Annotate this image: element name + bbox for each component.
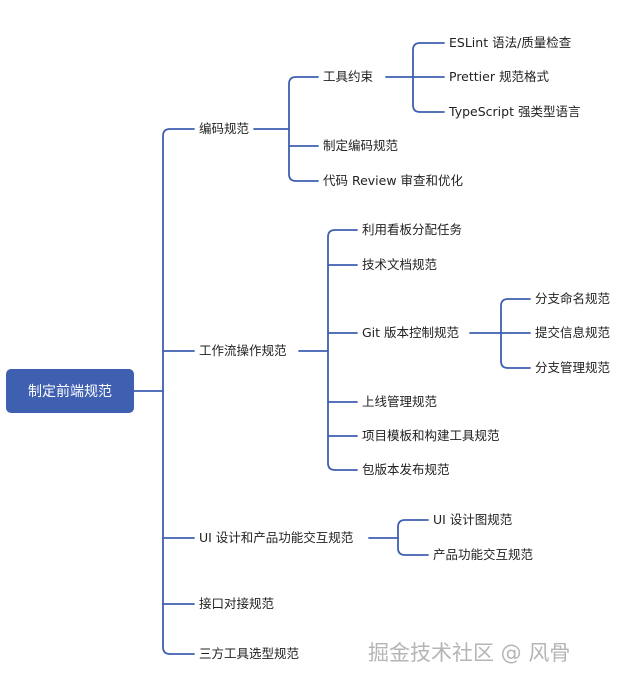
- node-git-standards[interactable]: Git 版本控制规范: [362, 325, 460, 340]
- node-tool-constraints[interactable]: 工具约束: [323, 69, 374, 84]
- edge-workflow-trunk: [327, 229, 358, 471]
- node-package-publishing[interactable]: 包版本发布规范: [362, 462, 450, 477]
- node-prettier[interactable]: Prettier 规范格式: [449, 69, 549, 84]
- watermark: 掘金技术社区 @ 风骨: [368, 641, 571, 665]
- node-branch-naming[interactable]: 分支命名规范: [535, 291, 611, 306]
- node-branch-management[interactable]: 分支管理规范: [535, 360, 611, 375]
- node-release-management[interactable]: 上线管理规范: [362, 394, 438, 409]
- node-workflow-standards[interactable]: 工作流操作规范: [199, 343, 287, 358]
- node-coding-rules[interactable]: 制定编码规范: [323, 138, 399, 153]
- node-api-standards[interactable]: 接口对接规范: [199, 596, 275, 611]
- node-commit-message[interactable]: 提交信息规范: [535, 325, 611, 340]
- node-ui-design-standards[interactable]: UI 设计和产品功能交互规范: [199, 530, 354, 545]
- node-kanban[interactable]: 利用看板分配任务: [362, 222, 463, 237]
- node-product-interaction[interactable]: 产品功能交互规范: [433, 547, 534, 562]
- node-coding-standards[interactable]: 编码规范: [199, 121, 250, 136]
- node-ui-design-spec[interactable]: UI 设计图规范: [433, 512, 513, 527]
- edge-ui-trunk: [397, 519, 429, 556]
- node-typescript[interactable]: TypeScript 强类型语言: [449, 104, 581, 119]
- node-tech-docs[interactable]: 技术文档规范: [362, 257, 438, 272]
- node-third-party-tools[interactable]: 三方工具选型规范: [199, 646, 300, 661]
- node-code-review[interactable]: 代码 Review 审查和优化: [323, 173, 464, 188]
- edge-coding-trunk: [288, 76, 319, 182]
- root-node[interactable]: 制定前端规范: [6, 369, 134, 413]
- node-templates-build-tools[interactable]: 项目模板和构建工具规范: [362, 428, 500, 443]
- edge-root-trunk: [162, 128, 195, 655]
- node-eslint[interactable]: ESLint 语法/质量检查: [449, 35, 572, 50]
